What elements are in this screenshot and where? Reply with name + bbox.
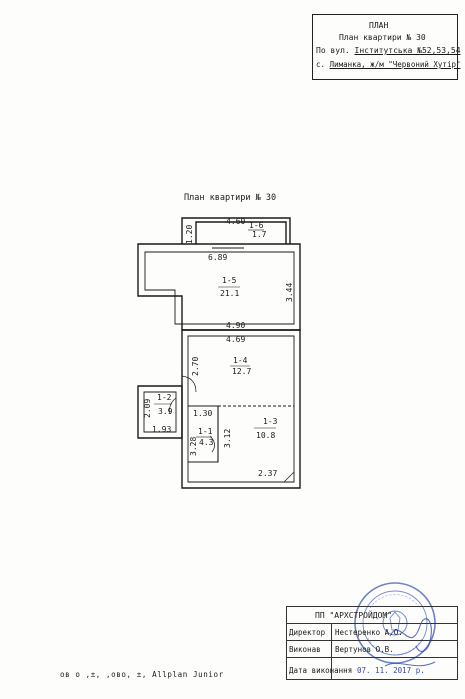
room-id-1-3: 1-3 xyxy=(263,417,278,426)
dim-balcony-side: 1.20 xyxy=(185,225,194,244)
street-prefix: По вул. xyxy=(316,46,350,55)
storage-outline xyxy=(137,385,183,439)
room-id-1-1: 1-1 xyxy=(198,427,213,436)
dim-wc-height: 3.28 xyxy=(189,437,198,456)
door-entrance xyxy=(283,471,295,483)
stamp-company: ПП "АРХСТРОЙДОМ" xyxy=(315,611,393,620)
room-id-1-4: 1-4 xyxy=(233,356,248,365)
stamp-date-value: 07. 11. 2017 р. xyxy=(357,666,425,675)
stamp-table: ПП "АРХСТРОЙДОМ" Директор Нестеренко А.О… xyxy=(286,606,458,680)
stamp-col-divider xyxy=(331,623,332,679)
balcony-door xyxy=(212,243,244,249)
room-area-1-2: 3.9 xyxy=(158,407,173,416)
header-street-row: По вул. Інститутська №52,53,54 xyxy=(316,46,461,55)
room-area-1-3: 10.8 xyxy=(256,431,275,440)
software-footer: ов о ,±, ,ово, ±, Allplan Junior xyxy=(60,670,224,679)
room-area-1-6: 1.7 xyxy=(252,230,267,239)
balcony-outline xyxy=(181,217,291,244)
village-prefix: с. xyxy=(316,60,326,69)
village-value: Лиманка, ж/м "Червоний Хутір" xyxy=(329,60,461,69)
room-id-1-5: 1-5 xyxy=(222,276,237,285)
room-id-1-2: 1-2 xyxy=(157,393,172,402)
dim-hall-bottom: 2.37 xyxy=(258,469,277,478)
door-arc-storage xyxy=(169,397,177,415)
street-value: Інститутська №52,53,54 xyxy=(354,46,461,55)
dim-balcony-top: 4.60 xyxy=(226,217,245,226)
dim-kitchen-top: 4.69 xyxy=(226,335,245,344)
header-village-row: с. Лиманка, ж/м "Червоний Хутір" xyxy=(316,60,461,69)
dim-living-top: 6.89 xyxy=(208,253,227,262)
door-arc-wc xyxy=(209,435,215,453)
stamp-director-label: Директор xyxy=(289,628,326,637)
stamp-director-name: Нестеренко А.О. xyxy=(335,628,403,637)
dim-storage-width: 1.93 xyxy=(152,425,171,434)
stamp-executor-name: Вертунов О.В. xyxy=(335,645,394,654)
room-area-1-5: 21.1 xyxy=(220,289,239,298)
plan-title: План квартири № 30 xyxy=(184,193,276,203)
dim-kitchen-left: 2.70 xyxy=(191,357,200,376)
stamp-date-label: Дата виконання xyxy=(289,666,353,675)
header-title: ПЛАН xyxy=(369,21,389,30)
stamp-executor-label: Виконав xyxy=(289,645,321,654)
room-id-1-6: 1-6 xyxy=(249,221,264,230)
stamp-row-divider xyxy=(287,623,457,624)
signature-icon xyxy=(384,618,436,667)
balcony-inner-wall xyxy=(195,221,287,244)
dim-wc-width: 1.30 xyxy=(193,409,212,418)
room-area-1-4: 12.7 xyxy=(232,367,251,376)
dim-living-right: 3.44 xyxy=(285,283,294,302)
dim-hall-height: 3.12 xyxy=(223,429,232,448)
room-area-1-1: 4.3 xyxy=(199,438,214,447)
header-subtitle: План квартири № 30 xyxy=(339,33,426,42)
wc-outline xyxy=(188,405,219,463)
living-room-inner xyxy=(144,251,295,325)
kitchen-inner xyxy=(187,335,295,483)
dim-storage-height: 2.09 xyxy=(143,399,152,418)
stamp-row-divider xyxy=(287,657,457,658)
door-arc-kitchen xyxy=(181,375,197,393)
dim-living-bottom: 4.90 xyxy=(226,321,245,330)
header-box: ПЛАН План квартири № 30 По вул. Інститут… xyxy=(312,14,461,80)
storage-inner xyxy=(143,391,177,433)
stamp-row-divider xyxy=(287,640,457,641)
